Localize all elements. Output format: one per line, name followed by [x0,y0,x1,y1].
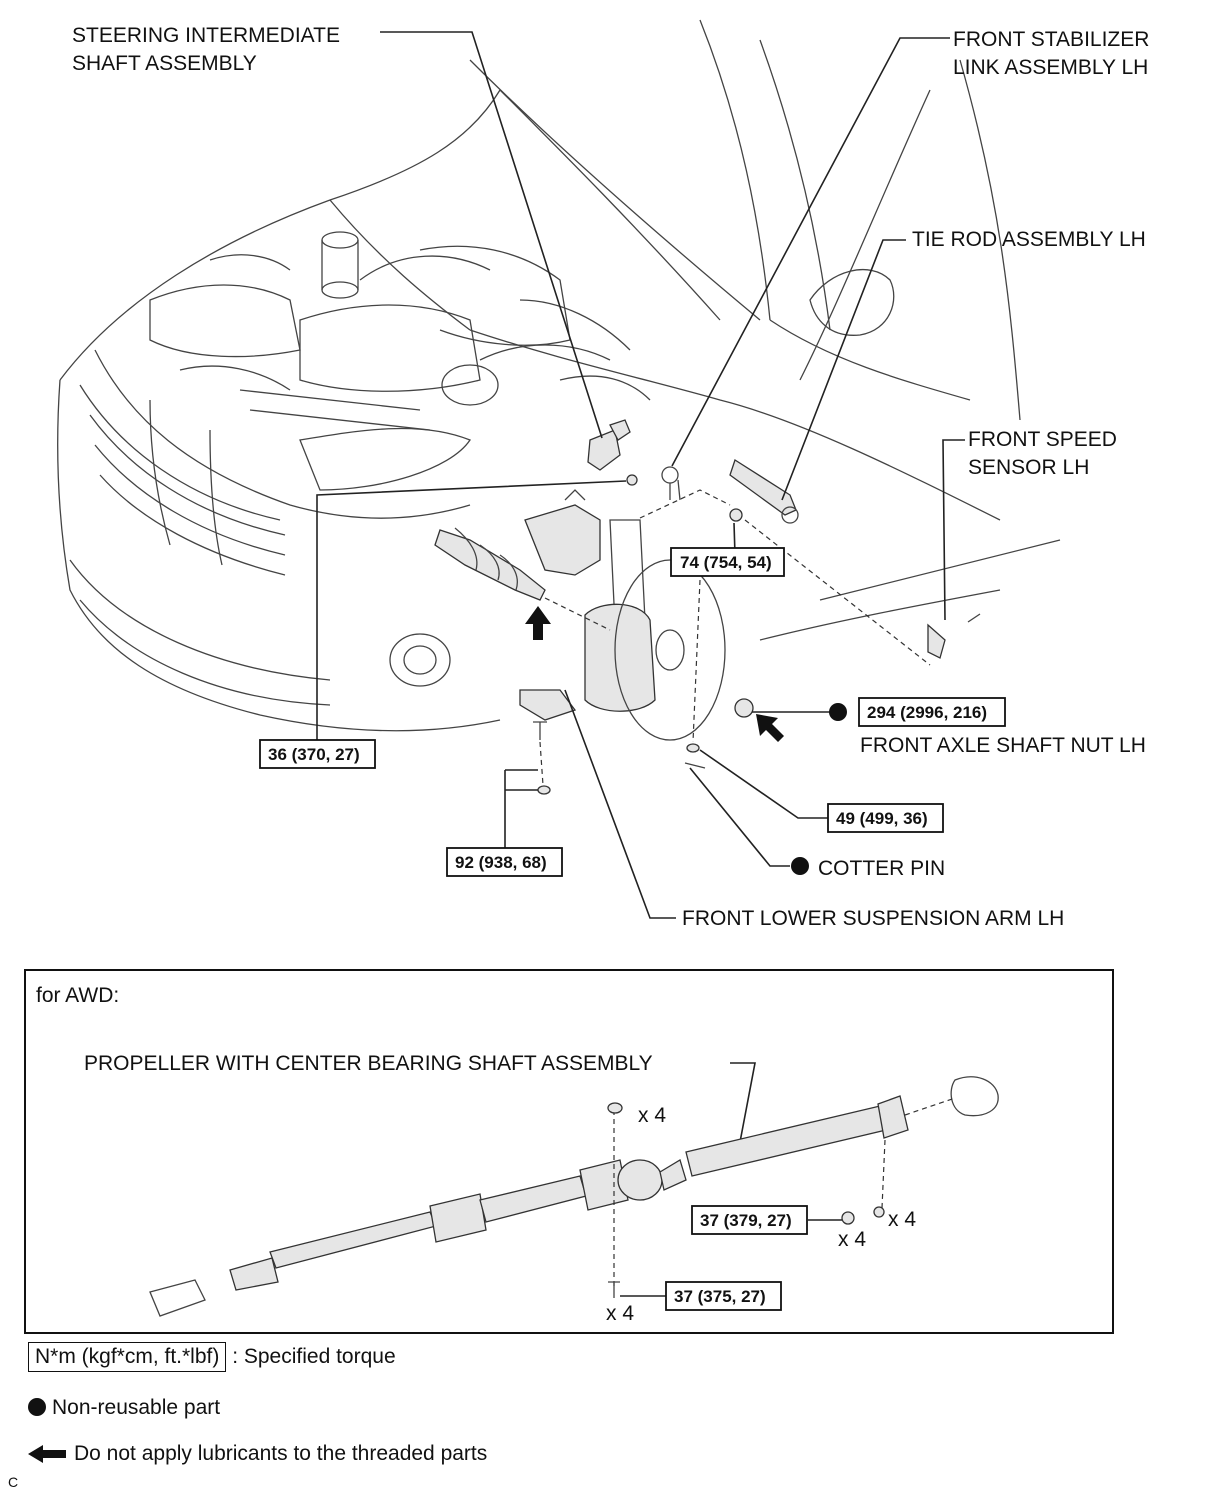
steering-shaft-label-2: SHAFT ASSEMBLY [72,52,257,75]
cotter-pin-nonreusable-icon [791,857,809,875]
propeller-nut-icon [841,1211,855,1225]
tie-rod-label: TIE ROD ASSEMBLY LH [912,228,1146,251]
tie-rod-icon [729,459,799,524]
torque-92: 92 (938, 68) [455,853,547,872]
torque-49: 49 (499, 36) [836,809,928,828]
propeller-shaft-icon [149,1076,999,1317]
awd-panel [24,969,1114,1334]
qty-bolt: x 4 [606,1302,634,1325]
speed-sensor-icon [927,613,981,659]
qty-nut: x 4 [838,1228,866,1251]
speed-sensor-label: FRONT SPEED [968,428,1117,451]
torque-36: 36 (370, 27) [268,745,360,764]
qty-nut-2: x 4 [888,1208,916,1231]
awd-heading: for AWD: [36,984,119,1007]
no-lube-arrow-2-icon [756,714,784,742]
legend-torque: N*m (kgf*cm, ft.*lbf) : Specified torque [28,1342,396,1372]
torque-37a: 37 (379, 27) [700,1211,792,1230]
steering-shaft-label: STEERING INTERMEDIATE [72,24,340,47]
legend-torque-text: : Specified torque [232,1345,396,1368]
lower-arm-bracket-icon [519,689,577,721]
nonreusable-dot-icon [28,1398,46,1416]
legend-no-lube-text: Do not apply lubricants to the threaded … [74,1442,488,1465]
steering-gear-icon [524,489,601,576]
cotter-pin-icon [684,762,706,769]
torque-294: 294 (2996, 216) [867,703,987,722]
axle-nut-label: FRONT AXLE SHAFT NUT LH [860,734,1146,757]
propeller-label: PROPELLER WITH CENTER BEARING SHAFT ASSE… [84,1052,653,1075]
nut-49-icon [686,743,700,753]
vehicle-illustration [57,19,1061,732]
stabilizer-link-label: FRONT STABILIZER [953,28,1149,51]
lower-arm-label: FRONT LOWER SUSPENSION ARM LH [682,907,1064,930]
cotter-pin-label: COTTER PIN [818,857,945,880]
stabilizer-link-label-2: LINK ASSEMBLY LH [953,56,1148,79]
axle-nut-nonreusable-icon [829,703,847,721]
legend-no-lube: Do not apply lubricants to the threaded … [28,1442,487,1466]
footnote: C [8,1474,19,1490]
no-lube-arrow-1-icon [525,606,551,640]
legend-torque-box: N*m (kgf*cm, ft.*lbf) [28,1342,227,1372]
stabilizer-link-icon [661,466,681,501]
torque-74: 74 (754, 54) [680,553,772,572]
propeller-nut-2-icon [873,1206,885,1218]
bolt-92-icon [533,721,547,740]
nut-92-icon [537,785,551,795]
torque-37b: 37 (375, 27) [674,1287,766,1306]
steering-shaft-joint-icon [587,419,631,471]
qty-washer: x 4 [638,1104,666,1127]
drive-shaft-icon [434,527,546,601]
legend-nonreusable-text: Non-reusable part [52,1396,221,1419]
speed-sensor-label-2: SENSOR LH [968,456,1089,479]
bolt-36-icon [626,474,638,486]
nut-74-icon [729,508,743,522]
propeller-washer-icon [607,1102,623,1114]
axle-nut-icon [734,698,754,718]
propeller-bolt-icon [608,1281,620,1298]
left-arrow-icon [28,1445,66,1463]
legend-nonreusable: Non-reusable part [28,1396,220,1420]
strut-and-knuckle-icon [584,519,726,741]
